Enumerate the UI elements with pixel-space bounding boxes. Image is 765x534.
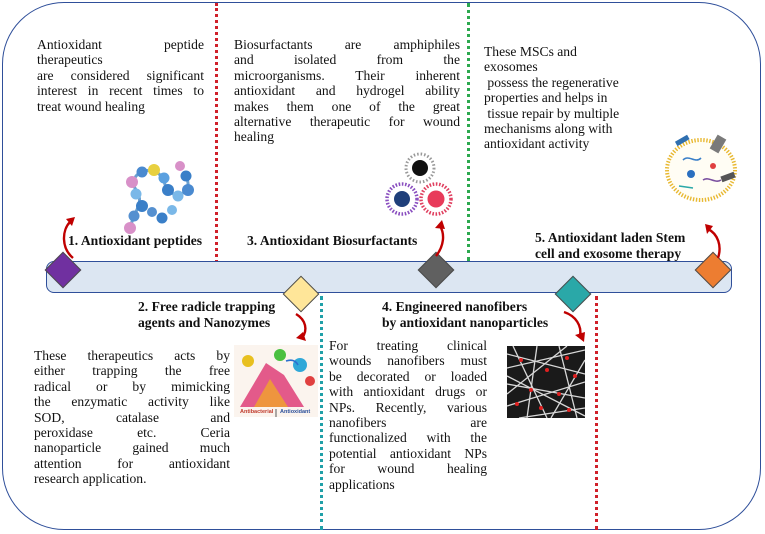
description-line: healing bbox=[234, 129, 275, 145]
description-line: the enzymatic activity like bbox=[34, 394, 230, 410]
description-line: interest in recent times to bbox=[37, 83, 204, 99]
label-line: 4. Engineered nanofibers bbox=[382, 299, 528, 314]
image-label-antioxidant: Antioxidant bbox=[280, 409, 311, 415]
arrow-icon-5 bbox=[705, 224, 721, 259]
divider-4 bbox=[595, 296, 598, 530]
stage-4-description: For treating clinical wounds nanofibers … bbox=[329, 338, 487, 492]
description-line: mechanisms along with bbox=[484, 121, 613, 137]
arrow-icon-2 bbox=[295, 312, 307, 341]
description-line: treat wound healing bbox=[37, 98, 145, 114]
label-line: 5. Antioxidant laden Stem bbox=[535, 230, 686, 245]
description-line: radical or by mimicking bbox=[34, 378, 230, 394]
description-line: applications bbox=[329, 476, 395, 492]
stage-4-label: 4. Engineered nanofibers by antioxidant … bbox=[382, 299, 548, 330]
stage-1-label: 1. Antioxidant peptides bbox=[68, 233, 203, 248]
description-line: makes them one of the great bbox=[234, 98, 460, 114]
description-line: either trapping the free bbox=[34, 363, 230, 379]
stage-5-label: 5. Antioxidant laden Stem cell and exoso… bbox=[535, 230, 685, 261]
divider-3 bbox=[320, 296, 323, 530]
description-line: therapeutics bbox=[37, 52, 103, 68]
nanofiber-mesh-icon bbox=[507, 346, 585, 418]
label-line: 2. Free radicle trapping bbox=[138, 299, 276, 314]
description-line: be decorated or loaded bbox=[329, 368, 487, 384]
description-line: alternative therapeutic for wound bbox=[234, 114, 460, 130]
divider-1 bbox=[215, 3, 218, 263]
stage-3-description: Biosurfactants are amphiphiles and isola… bbox=[234, 37, 460, 145]
description-line: SOD, catalase and bbox=[34, 409, 230, 425]
description-line: These therapeutics acts by bbox=[34, 348, 230, 363]
description-line: properties and helps in bbox=[484, 90, 608, 106]
description-line: peroxidase etc. Ceria bbox=[34, 425, 230, 441]
description-line: For treating clinical bbox=[329, 338, 487, 353]
stage-2-label: 2. Free radicle trapping agents and Nano… bbox=[138, 299, 275, 330]
description-line: are considered significant bbox=[37, 67, 204, 83]
label-line: cell and exosome therapy bbox=[535, 245, 682, 261]
nanozyme-icon: Antibacterial Antioxidant bbox=[234, 345, 318, 417]
description-line: exosomes bbox=[484, 59, 538, 75]
description-line: with antioxidant drugs or bbox=[329, 384, 487, 400]
description-line: Antioxidant peptide bbox=[37, 37, 204, 52]
description-line: possess the regenerative bbox=[484, 74, 619, 90]
description-line: wounds nanofibers must bbox=[329, 353, 487, 369]
stage-3-label: 3. Antioxidant Biosurfactants bbox=[247, 233, 418, 248]
description-line: research application. bbox=[34, 471, 147, 487]
description-line: attention for antioxidant bbox=[34, 455, 230, 471]
description-line: for wound healing bbox=[329, 461, 487, 477]
exosome-icon bbox=[665, 134, 737, 202]
description-line: functionalized with the bbox=[329, 430, 487, 446]
arrow-icon-3 bbox=[435, 220, 445, 257]
stage-1-description: Antioxidant peptide therapeutics are con… bbox=[37, 37, 204, 114]
description-line: microorganisms. Their inherent bbox=[234, 67, 460, 83]
description-line: nanofibers are bbox=[329, 415, 487, 431]
description-line: These MSCs and bbox=[484, 44, 577, 59]
image-label-antibacterial: Antibacterial bbox=[240, 409, 274, 415]
description-line: Biosurfactants are amphiphiles bbox=[234, 37, 460, 52]
stage-2-description: These therapeutics acts by either trappi… bbox=[34, 348, 230, 487]
micelle-icon bbox=[385, 152, 453, 216]
label-line: by antioxidant nanoparticles bbox=[382, 314, 549, 330]
divider-2 bbox=[467, 3, 470, 261]
arrow-icon-4 bbox=[563, 310, 585, 342]
peptide-chain-icon bbox=[124, 161, 194, 234]
label-line: agents and Nanozymes bbox=[138, 314, 271, 330]
timeline-bar bbox=[46, 261, 732, 293]
description-line: tissue repair by multiple bbox=[484, 105, 620, 121]
arrow-icon-1 bbox=[62, 217, 75, 259]
description-line: potential antioxidant NPs bbox=[329, 445, 487, 461]
description-line: NPs. Recently, various bbox=[329, 399, 487, 415]
description-line: and isolated from the bbox=[234, 52, 460, 68]
stage-5-description: These MSCs and exosomes possess the rege… bbox=[484, 44, 654, 152]
description-line: nanoparticle gained much bbox=[34, 440, 230, 456]
description-line: antioxidant and hydrogel ability bbox=[234, 83, 460, 99]
description-line: antioxidant activity bbox=[484, 136, 590, 152]
